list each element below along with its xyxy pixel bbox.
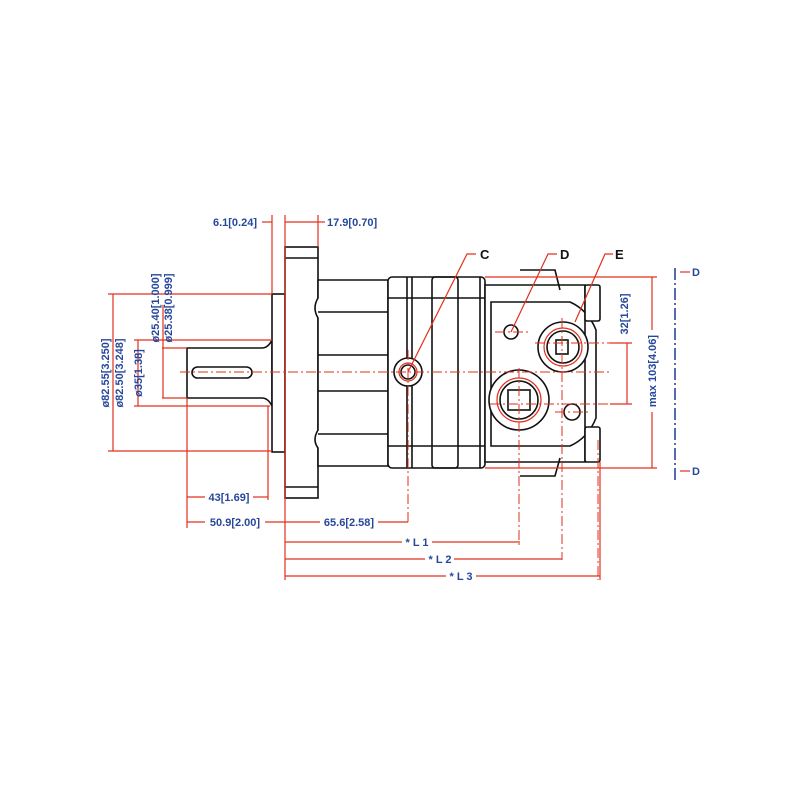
port-spacing-label: 32[1.26] [619, 293, 631, 334]
l1-label: * L 1 [405, 537, 428, 549]
flange-to-body-label: 17.9[0.70] [327, 217, 377, 229]
l2-label: * L 2 [428, 554, 451, 566]
flange-thickness-label: 6.1[0.24] [213, 217, 257, 229]
pilot-dia-min-label: ø82.50[3.248] [114, 338, 126, 407]
cover-rim-lines [520, 269, 561, 477]
port-end-cover [484, 284, 586, 463]
bolt-bottom [584, 426, 601, 463]
shaft-dia-max-label: ø25.40[1.000] [150, 273, 162, 342]
port-c-label: C [480, 247, 490, 262]
bearing-housing [314, 279, 389, 467]
port-c-distance-label: 65.6[2.58] [324, 517, 374, 529]
port-e-thread [543, 327, 583, 367]
max-height-label: max 103[4.06] [647, 335, 659, 407]
dimension-lines [108, 215, 657, 580]
port-c-leader [407, 253, 476, 373]
shaft-dia-min-label: ø25.38[0.999] [163, 273, 175, 342]
key-length-label: 43[1.69] [209, 492, 250, 504]
port-d-label: D [560, 247, 569, 262]
pilot [271, 293, 286, 453]
section-line [674, 268, 690, 482]
port-d-leader [510, 253, 557, 333]
port-e-bore [546, 330, 580, 364]
port-e-label: E [615, 247, 624, 262]
section-top-label: D [692, 267, 700, 279]
port-end-cover-face [490, 301, 597, 447]
shaft-collar-dia-label: ø35[1.38] [133, 349, 145, 397]
bolt-top [584, 284, 601, 322]
shaft-length-label: 50.9[2.00] [210, 517, 260, 529]
l3-label: * L 3 [449, 571, 472, 583]
port-e [537, 321, 589, 373]
pilot-dia-max-label: ø82.55[3.250] [100, 338, 112, 407]
port-e-leader [574, 253, 613, 323]
section-bottom-label: D [692, 466, 700, 478]
